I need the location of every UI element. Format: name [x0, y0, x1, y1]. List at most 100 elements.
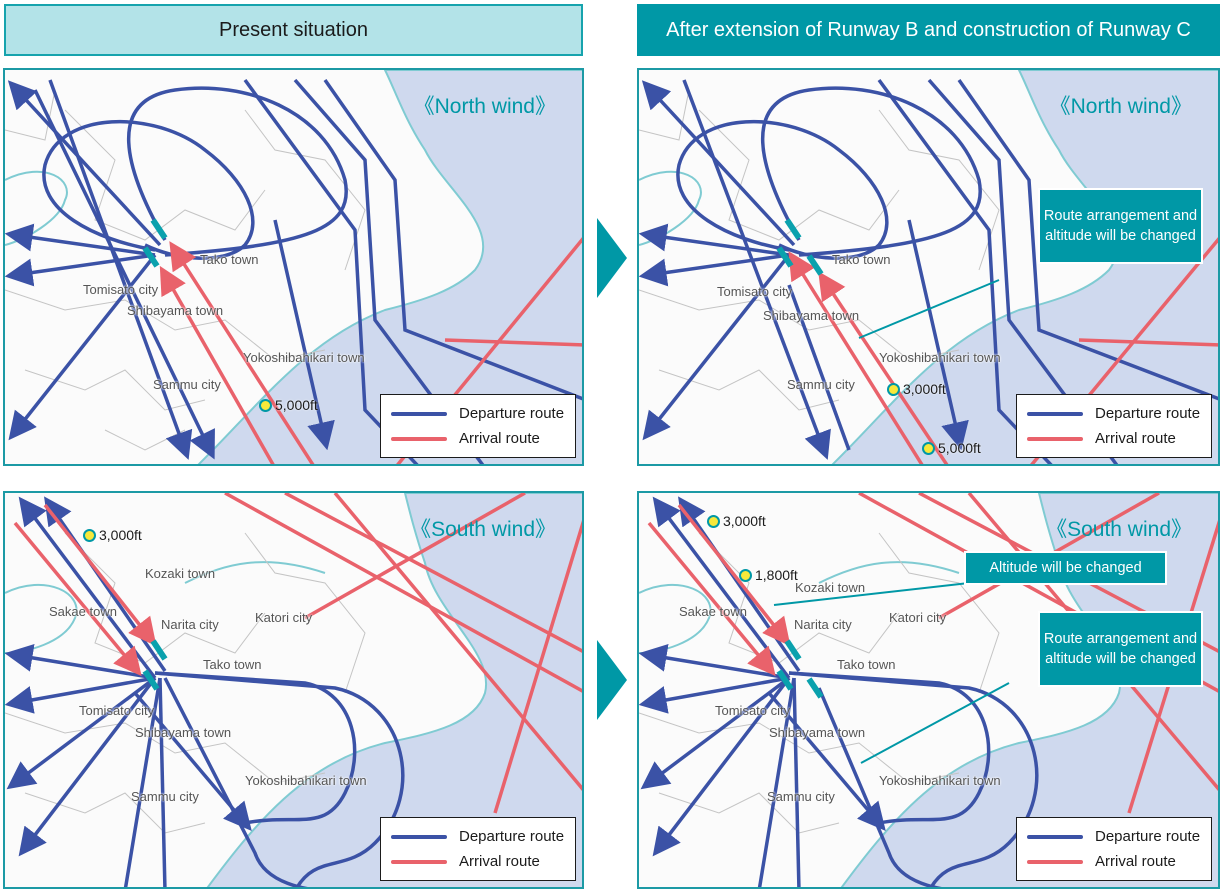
place-sammu: Sammu city	[131, 789, 199, 804]
municipal-boundaries	[639, 532, 1000, 834]
departure-line-icon	[1027, 411, 1083, 416]
river	[818, 561, 960, 584]
place-sakae: Sakae town	[49, 604, 117, 619]
legend-arrival-label: Arrival route	[459, 853, 540, 870]
arrival-routes	[13, 493, 582, 814]
place-katori: Katori city	[889, 610, 947, 625]
legend-departure: Departure route	[391, 405, 564, 422]
place-tomisato: Tomisato city	[83, 282, 159, 297]
map-after-south: 《South wind》 Altitude will be changed Ro…	[637, 491, 1220, 889]
legend-arrival: Arrival route	[1027, 430, 1176, 447]
callout-pointer	[860, 682, 1010, 764]
legend-departure: Departure route	[1027, 828, 1200, 845]
legend-arrival-label: Arrival route	[1095, 430, 1176, 447]
legend-arrival: Arrival route	[391, 853, 540, 870]
altitude-label: 3,000ft	[99, 527, 142, 543]
runways	[776, 218, 824, 276]
callout-pointer	[773, 582, 970, 606]
altitude-marker: 3,000ft	[887, 381, 946, 397]
altitude-marker: 5,000ft	[922, 440, 981, 456]
place-shibayama: Shibayama town	[763, 308, 860, 323]
place-tako: Tako town	[203, 657, 262, 672]
place-kozaki: Kozaki town	[145, 566, 216, 581]
place-sakae: Sakae town	[679, 604, 747, 619]
place-kozaki: Kozaki town	[795, 580, 866, 595]
place-tako: Tako town	[832, 252, 891, 267]
place-narita: Narita city	[161, 617, 219, 632]
legend-arrival: Arrival route	[1027, 853, 1176, 870]
altitude-dot-icon	[83, 528, 96, 542]
altitude-label: 3,000ft	[723, 513, 766, 529]
legend-departure: Departure route	[1027, 405, 1200, 422]
place-yokoshibahikari: Yokoshibahikari town	[243, 350, 365, 365]
legend-departure-label: Departure route	[1095, 405, 1201, 422]
altitude-label: 5,000ft	[938, 440, 981, 456]
departure-line-icon	[391, 834, 447, 839]
callout-altitude: Altitude will be changed	[964, 551, 1167, 585]
transition-arrow-south-icon	[597, 640, 627, 720]
callout-pointer	[858, 279, 1000, 339]
legend-arrival: Arrival route	[391, 430, 540, 447]
place-katori: Katori city	[255, 610, 313, 625]
map-after-north: 《North wind》 Route arrangement and altit…	[637, 68, 1220, 466]
departure-routes	[5, 78, 582, 464]
altitude-marker: 3,000ft	[83, 527, 142, 543]
arrival-line-icon	[1027, 436, 1083, 441]
header-after-extension: After extension of Runway B and construc…	[637, 4, 1220, 56]
legend: Departure route Arrival route	[380, 394, 576, 458]
river	[184, 561, 326, 584]
altitude-label: 3,000ft	[903, 381, 946, 397]
legend: Departure route Arrival route	[1016, 817, 1212, 881]
legend-arrival-label: Arrival route	[459, 430, 540, 447]
altitude-dot-icon	[259, 398, 272, 412]
runways	[776, 639, 824, 699]
arrival-line-icon	[391, 436, 447, 441]
legend-departure: Departure route	[391, 828, 564, 845]
sea-area	[206, 493, 582, 887]
altitude-dot-icon	[707, 514, 720, 528]
departure-routes	[5, 496, 405, 887]
legend-departure-label: Departure route	[459, 405, 565, 422]
place-shibayama: Shibayama town	[135, 725, 232, 740]
callout-route-altitude: Route arrangement and altitude will be c…	[1038, 611, 1203, 687]
place-tomisato: Tomisato city	[715, 703, 791, 718]
legend: Departure route Arrival route	[1016, 394, 1212, 458]
place-yokoshibahikari: Yokoshibahikari town	[245, 773, 367, 788]
place-tako: Tako town	[200, 252, 259, 267]
wind-label: 《North wind》	[413, 95, 556, 118]
municipal-boundaries	[639, 89, 1000, 411]
legend-arrival-label: Arrival route	[1095, 853, 1176, 870]
callout-route-altitude: Route arrangement and altitude will be c…	[1038, 188, 1203, 264]
place-yokoshibahikari: Yokoshibahikari town	[879, 350, 1001, 365]
departure-line-icon	[1027, 834, 1083, 839]
altitude-marker: 5,000ft	[259, 397, 318, 413]
wind-label: 《South wind》	[1046, 518, 1192, 541]
altitude-label: 1,800ft	[755, 567, 798, 583]
place-sammu: Sammu city	[153, 377, 221, 392]
arrival-line-icon	[1027, 859, 1083, 864]
map-present-north: 《North wind》 Tako town Tomisato city Shi…	[3, 68, 584, 466]
altitude-marker: 1,800ft	[739, 567, 798, 583]
wind-label: 《South wind》	[410, 518, 556, 541]
map-present-south: 《South wind》 3,000ft Kozaki town Sakae t…	[3, 491, 584, 889]
legend-departure-label: Departure route	[1095, 828, 1201, 845]
legend-departure-label: Departure route	[459, 828, 565, 845]
sea-area	[831, 70, 1218, 464]
place-yokoshibahikari: Yokoshibahikari town	[879, 773, 1001, 788]
arrival-line-icon	[391, 859, 447, 864]
place-tako: Tako town	[837, 657, 896, 672]
place-sammu: Sammu city	[787, 377, 855, 392]
runways	[142, 639, 168, 691]
place-tomisato: Tomisato city	[79, 703, 155, 718]
legend: Departure route Arrival route	[380, 817, 576, 881]
altitude-dot-icon	[739, 568, 752, 582]
wind-label: 《North wind》	[1049, 95, 1192, 118]
map-graphic	[5, 493, 582, 887]
transition-arrow-north-icon	[597, 218, 627, 298]
header-present-situation: Present situation	[4, 4, 583, 56]
altitude-label: 5,000ft	[275, 397, 318, 413]
altitude-dot-icon	[922, 441, 935, 455]
place-shibayama: Shibayama town	[769, 725, 866, 740]
altitude-marker: 3,000ft	[707, 513, 766, 529]
altitude-dot-icon	[887, 382, 900, 396]
